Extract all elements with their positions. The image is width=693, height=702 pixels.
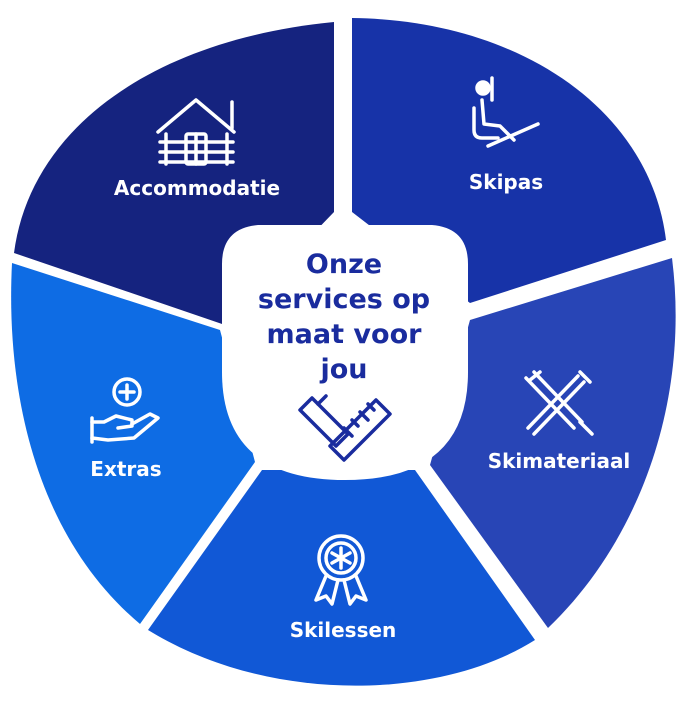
ski-lift-icon bbox=[472, 76, 540, 148]
segment-extras[interactable]: Extras bbox=[11, 263, 255, 624]
segment-accommodatie-label: Accommodatie bbox=[114, 176, 280, 200]
skis-icon bbox=[524, 370, 594, 436]
hand-plus-icon bbox=[90, 377, 160, 444]
segment-skilessen-label: Skilessen bbox=[290, 618, 397, 642]
center-title-line-1: Onze bbox=[306, 249, 382, 280]
center-hub: Onze services op maat voor jou bbox=[222, 225, 468, 480]
segment-extras-shape bbox=[11, 263, 255, 624]
center-title-line-2: services op bbox=[258, 284, 430, 315]
snowflake-medal-icon bbox=[314, 534, 368, 606]
segment-skimateriaal[interactable]: Skimateriaal bbox=[430, 258, 676, 628]
center-title-line-4: jou bbox=[319, 354, 367, 385]
center-shape bbox=[222, 225, 468, 480]
center-title-line-3: maat voor bbox=[267, 319, 423, 350]
ruler-pencil-icon bbox=[298, 394, 392, 462]
segment-skimateriaal-shape bbox=[430, 258, 676, 628]
segment-skilessen[interactable]: Skilessen bbox=[148, 470, 535, 686]
cabin-icon bbox=[156, 98, 236, 166]
segment-skipas-label: Skipas bbox=[469, 170, 543, 194]
segment-skilessen-shape bbox=[148, 470, 535, 686]
segment-extras-label: Extras bbox=[90, 457, 161, 481]
segment-skimateriaal-label: Skimateriaal bbox=[488, 449, 631, 473]
